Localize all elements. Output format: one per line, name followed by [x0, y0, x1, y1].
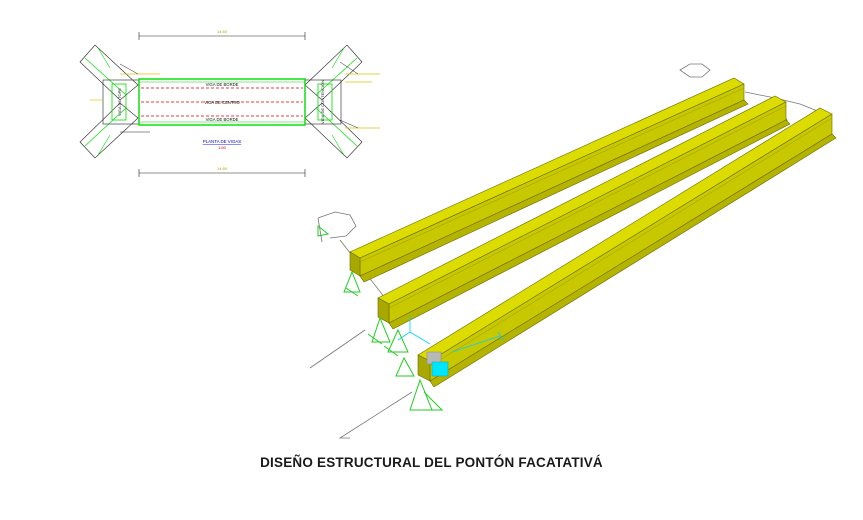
plan-right-wingwalls [304, 44, 363, 159]
plan-beam-lines [141, 87, 303, 117]
girder-3 [417, 107, 837, 388]
plan-beam-label-3: VIGA DE BORDE [206, 117, 239, 122]
plan-deck-outline [138, 78, 306, 126]
girder-2 [377, 95, 791, 330]
support-triangle-icon [317, 224, 444, 411]
plan-right-stop-label: VIGA DE CONTENCIÓN [320, 80, 325, 124]
plan-dim-bottom-text: 14.60 [217, 166, 228, 171]
plan-left-wingwalls [79, 44, 139, 159]
plan-beam-label-2: VIGA DE CENTRO [204, 100, 240, 105]
terrain-lines [309, 63, 831, 439]
selected-node-highlight[interactable] [431, 361, 449, 377]
plan-left-stop-label: VIGA DE TOPE [117, 88, 122, 116]
plan-beam-label-1: VIGA DE BORDE [206, 82, 239, 87]
plan-dim-top-text: 14.60 [217, 29, 228, 34]
plan-leaders [90, 73, 380, 129]
plan-scale: 1:50 [218, 145, 227, 150]
model-3d-view [309, 63, 837, 439]
plan-title: PLANTA DE VIGAS [203, 139, 242, 144]
axis-gizmo-icon [397, 316, 504, 353]
plan-view: 14.60 14.60 [79, 29, 380, 177]
plan-dimension-bottom: 14.60 [138, 166, 306, 177]
plan-dimension-top: 14.60 [138, 29, 306, 40]
drawing-caption: DISEÑO ESTRUCTURAL DEL PONTÓN FACATATIVÁ [260, 455, 603, 470]
girder-1 [349, 77, 749, 283]
